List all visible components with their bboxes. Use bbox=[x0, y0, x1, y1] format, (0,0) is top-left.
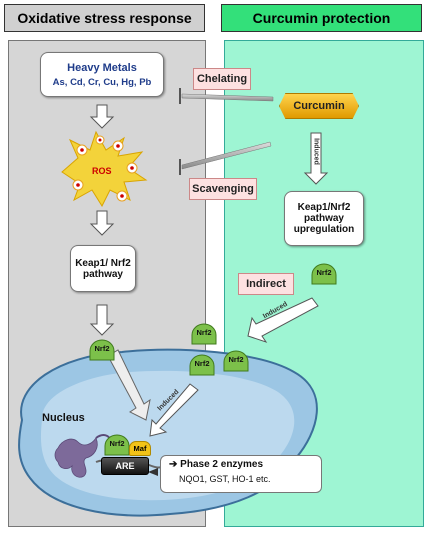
heavy-metals-list: As, Cd, Cr, Cu, Hg, Pb bbox=[52, 76, 152, 88]
nucleus-label: Nucleus bbox=[42, 412, 85, 424]
nrf2-protein-right-top: Nrf2 bbox=[311, 263, 337, 285]
chelating-inhibition-line bbox=[179, 88, 274, 104]
phase2-list: NQO1, GST, HO-1 etc. bbox=[179, 474, 271, 484]
induced-label-vertical: Induced bbox=[312, 138, 320, 165]
are-element: ARE bbox=[101, 457, 149, 475]
arrow-ros-to-keap bbox=[89, 210, 115, 236]
arrow-nrf2-into-nucleus bbox=[107, 349, 151, 421]
keap-right-line2: pathway bbox=[303, 213, 344, 224]
arrow-keap-to-nrf2 bbox=[89, 304, 115, 336]
arrow-metals-to-ros bbox=[89, 104, 115, 129]
header-curcumin-protection: Curcumin protection bbox=[221, 4, 422, 32]
keap-left-line2: pathway bbox=[82, 268, 123, 280]
nrf2-label: Nrf2 bbox=[109, 439, 125, 448]
induced-arrow-into-nucleus bbox=[149, 383, 199, 437]
induced-arrow-down bbox=[303, 132, 329, 185]
ros-label: ROS bbox=[92, 166, 112, 176]
phase2-title: Phase 2 enzymes bbox=[180, 459, 263, 470]
ros-explosion-icon bbox=[61, 130, 148, 208]
keap1-nrf2-pathway-box: Keap1/ Nrf2 pathway bbox=[70, 245, 136, 292]
nrf2-protein-left: Nrf2 bbox=[89, 339, 115, 361]
nrf2-protein-center-top: Nrf2 bbox=[191, 323, 217, 345]
keap1-nrf2-upregulation-box: Keap1/Nrf2 pathway upregulation bbox=[284, 191, 364, 246]
induced-arrow-diagonal bbox=[247, 297, 319, 343]
header-oxidative-stress: Oxidative stress response bbox=[4, 4, 205, 32]
heavy-metals-box: Heavy Metals As, Cd, Cr, Cu, Hg, Pb bbox=[40, 52, 164, 97]
indirect-label: Indirect bbox=[238, 273, 294, 295]
nrf2-label: Nrf2 bbox=[316, 268, 332, 277]
nrf2-protein-nucleus: Nrf2 bbox=[104, 434, 130, 456]
are-to-phase2-arrow bbox=[148, 468, 158, 476]
nrf2-label: Nrf2 bbox=[196, 328, 212, 337]
nrf2-label: Nrf2 bbox=[94, 344, 110, 353]
arrow-right-icon: ➔ bbox=[169, 459, 178, 470]
nrf2-label: Nrf2 bbox=[194, 359, 210, 368]
scavenging-label: Scavenging bbox=[189, 178, 257, 200]
nrf2-protein-right: Nrf2 bbox=[223, 350, 249, 372]
maf-protein: Maf bbox=[129, 441, 151, 456]
keap-right-line3: upregulation bbox=[293, 224, 355, 235]
maf-label: Maf bbox=[133, 444, 147, 453]
keap-left-line1: Keap1/ Nrf2 bbox=[75, 257, 131, 269]
phase2-enzymes-box: ➔ Phase 2 enzymes NQO1, GST, HO-1 etc. bbox=[160, 455, 322, 493]
keap-right-line1: Keap1/Nrf2 bbox=[297, 202, 351, 213]
nrf2-protein-center: Nrf2 bbox=[189, 354, 215, 376]
chelating-label: Chelating bbox=[193, 68, 251, 90]
nrf2-label: Nrf2 bbox=[228, 355, 244, 364]
scavenging-inhibition-line bbox=[179, 141, 272, 175]
open-arrows bbox=[89, 104, 115, 336]
heavy-metals-title: Heavy Metals bbox=[67, 61, 137, 74]
curcumin-label: Curcumin bbox=[279, 93, 359, 119]
